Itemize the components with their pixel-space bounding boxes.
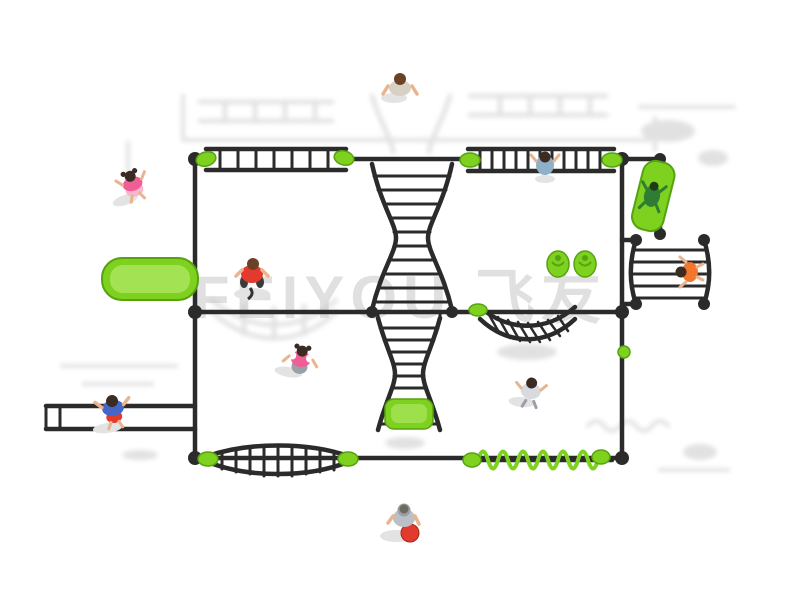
hourglass-net-top xyxy=(369,161,455,313)
green-riders xyxy=(546,250,597,278)
child-pink-middle xyxy=(274,343,319,378)
child-wall-climber xyxy=(637,180,668,214)
green-end-caps xyxy=(195,150,631,468)
green-rider xyxy=(573,250,597,278)
ladder-bridge-top xyxy=(203,146,349,173)
children-layer xyxy=(92,73,705,543)
child-bottom-ball xyxy=(380,503,421,543)
boat-bridge-bottom xyxy=(205,443,351,478)
child-monkey-bars xyxy=(92,395,131,434)
child-mid-right xyxy=(508,377,548,410)
green-rider xyxy=(546,250,570,278)
arc-ladder-right xyxy=(628,237,712,307)
slide-left xyxy=(101,257,199,301)
spiral-climber xyxy=(476,449,600,471)
child-orange-ladder xyxy=(675,255,705,289)
child-clatter-bridge xyxy=(529,151,561,183)
slide-center-patch xyxy=(384,398,434,430)
child-red-rider xyxy=(234,258,270,301)
shadow-layer xyxy=(60,93,736,472)
child-top-center xyxy=(381,73,419,103)
child-pink-left xyxy=(112,168,147,207)
hammock-net xyxy=(477,304,578,344)
